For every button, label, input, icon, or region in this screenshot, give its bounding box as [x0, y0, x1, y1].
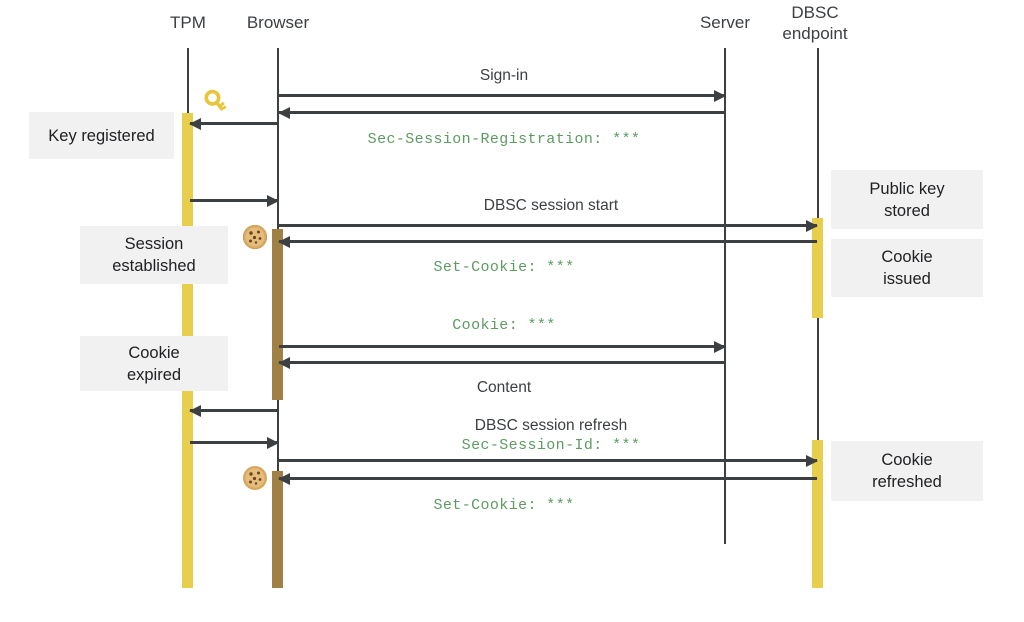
message-arrow-content: [278, 356, 725, 369]
cookie-icon: [242, 465, 268, 491]
cookie-icon: [242, 224, 268, 250]
note-cookie-expired: Cookie expired: [80, 336, 228, 391]
activation-bar-browser-refreshed: [272, 471, 283, 588]
message-arrow-dbsc-session-refresh: [279, 454, 818, 467]
note-public-key-stored: Public key stored: [831, 170, 983, 229]
message-label-set-cookie-2: Set-Cookie: ***: [433, 497, 575, 514]
message-label-content: Content: [476, 379, 532, 396]
message-arrow-dbsc-session-start: [279, 219, 818, 232]
activation-bar-dbsc-refresh: [812, 440, 823, 588]
note-cookie-refreshed: Cookie refreshed: [831, 441, 983, 501]
message-arrow-cookie-send: [279, 340, 726, 353]
actor-label-dbsc-endpoint: DBSC endpoint: [782, 3, 848, 43]
message-arrow-sign-in: [279, 89, 726, 102]
note-cookie-issued: Cookie issued: [831, 239, 983, 297]
actor-label-tpm: TPM: [170, 13, 206, 32]
message-arrow-register-key: [189, 117, 278, 130]
message-label-sec-session-id: Sec-Session-Id: ***: [461, 437, 641, 454]
note-session-established: Session established: [80, 226, 228, 284]
lifeline-dbsc-endpoint: [817, 48, 819, 588]
message-arrow-set-cookie-2: [278, 472, 817, 485]
message-arrow-set-cookie-1: [278, 235, 817, 248]
note-key-registered: Key registered: [29, 112, 174, 159]
lifeline-server: [724, 48, 726, 544]
activation-bar-browser-session: [272, 229, 283, 400]
actor-label-browser: Browser: [246, 13, 310, 32]
activation-bar-dbsc-session: [812, 218, 823, 318]
message-label-sign-in: Sign-in: [479, 67, 529, 84]
actor-label-server: Server: [699, 13, 751, 32]
message-label-dbsc-session-refresh: DBSC session refresh: [474, 417, 628, 434]
message-arrow-sign-challenge: [189, 404, 278, 417]
message-label-set-cookie-1: Set-Cookie: ***: [433, 259, 575, 276]
message-arrow-sec-session-registration: [278, 106, 725, 119]
message-label-dbsc-session-start: DBSC session start: [483, 197, 619, 214]
message-label-cookie-send: Cookie: ***: [452, 317, 556, 334]
key-icon: [202, 88, 230, 116]
message-label-sec-session-registration: Sec-Session-Registration: ***: [367, 131, 641, 148]
message-arrow-key-ready: [190, 194, 279, 207]
message-arrow-signed-assertion: [190, 436, 279, 449]
